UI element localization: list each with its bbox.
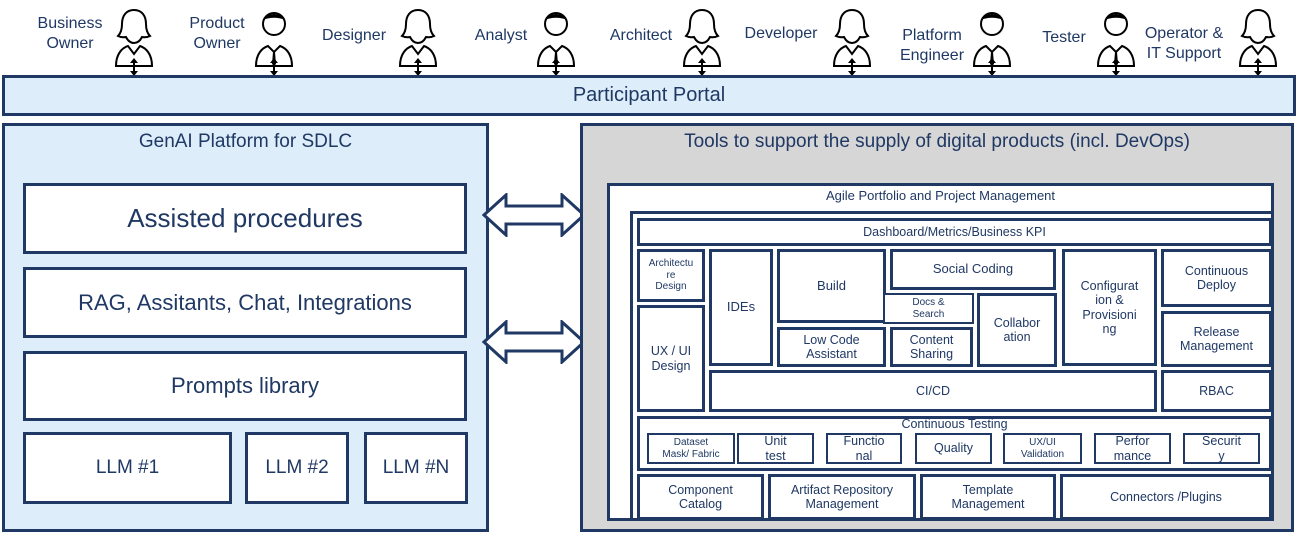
llm-n-box: LLM #N (364, 432, 468, 504)
female-user-icon (832, 8, 872, 67)
female-user-icon (682, 8, 722, 67)
release-management-box: Release Management (1161, 311, 1272, 367)
quality-box: Quality (915, 433, 992, 464)
double-arrow-icon (552, 58, 560, 76)
participant-label-analyst: Analyst (474, 27, 528, 44)
double-arrow-icon (414, 58, 422, 76)
template-management-box: Template Management (920, 474, 1056, 520)
female-user-icon (398, 8, 438, 67)
security-box: Securit y (1183, 433, 1260, 464)
participant-label-tester: Tester (1042, 29, 1086, 46)
participant-label-architect: Architect (609, 27, 673, 44)
male-user-icon (972, 12, 1012, 67)
continuous-deploy-box: Continuous Deploy (1161, 249, 1272, 307)
dataset-mask-box: Dataset Mask/ Fabric (647, 433, 735, 464)
rag-assistants-box: RAG, Assitants, Chat, Integrations (23, 267, 467, 338)
build-box: Build (777, 249, 886, 323)
connectors-plugins-box: Connectors /Plugins (1060, 474, 1272, 520)
functional-test-box: Functio nal (826, 433, 902, 464)
double-arrow-icon (270, 58, 278, 76)
female-user-icon (114, 8, 154, 67)
ux-ui-validation-box: UX/UI Validation (1003, 433, 1082, 464)
component-catalog-box: Component Catalog (637, 474, 764, 520)
configuration-provisioning-box: Configurat ion & Provisioni ng (1062, 249, 1157, 366)
double-arrow-icon (130, 58, 138, 76)
participant-label-designer: Designer (321, 27, 387, 44)
double-arrow-icon (698, 58, 706, 76)
bidirectional-arrow-icon (482, 193, 586, 237)
participant-portal: Participant Portal (2, 75, 1296, 116)
artifact-repository-box: Artifact Repository Management (768, 474, 916, 520)
docs-search-box: Docs & Search (883, 293, 974, 324)
ci-cd-box: CI/CD (709, 370, 1157, 412)
llm-1-box: LLM #1 (23, 432, 232, 504)
prompts-library-box: Prompts library (23, 351, 467, 421)
double-arrow-icon (848, 58, 856, 76)
agile-label: Agile Portfolio and Project Management (825, 188, 1056, 203)
social-coding-box: Social Coding (890, 249, 1056, 290)
rbac-box: RBAC (1161, 370, 1272, 412)
tools-panel-title: Tools to support the supply of digital p… (684, 131, 1190, 152)
collaboration-box: Collabor ation (977, 293, 1057, 367)
assisted-procedures-box: Assisted procedures (23, 183, 467, 254)
performance-box: Perfor mance (1094, 433, 1171, 464)
participant-label-platform-engineer: Platform Engineer (899, 27, 965, 64)
double-arrow-icon (1254, 58, 1262, 76)
participant-label-business-owner: Business Owner (37, 15, 103, 52)
ides-box: IDEs (709, 249, 773, 366)
bidirectional-arrow-icon (482, 320, 586, 364)
genai-panel-title: GenAI Platform for SDLC (138, 131, 353, 152)
continuous-testing-label: Continuous Testing (901, 417, 1008, 431)
dashboard-box: Dashboard/Metrics/Business KPI (637, 218, 1272, 246)
double-arrow-icon (1112, 58, 1120, 76)
low-code-assistant-box: Low Code Assistant (777, 327, 886, 367)
participant-label-developer: Developer (744, 25, 818, 42)
architecture-design-box: Architectu re Design (637, 249, 705, 302)
male-user-icon (254, 12, 294, 67)
participant-label-product-owner: Product Owner (189, 15, 245, 52)
unit-test-box: Unit test (737, 433, 814, 464)
female-user-icon (1238, 8, 1278, 67)
participant-label-operator: Operator & IT Support (1144, 25, 1224, 62)
ux-ui-design-box: UX / UI Design (637, 305, 705, 412)
content-sharing-box: Content Sharing (890, 327, 973, 367)
llm-2-box: LLM #2 (245, 432, 349, 504)
double-arrow-icon (988, 58, 996, 76)
